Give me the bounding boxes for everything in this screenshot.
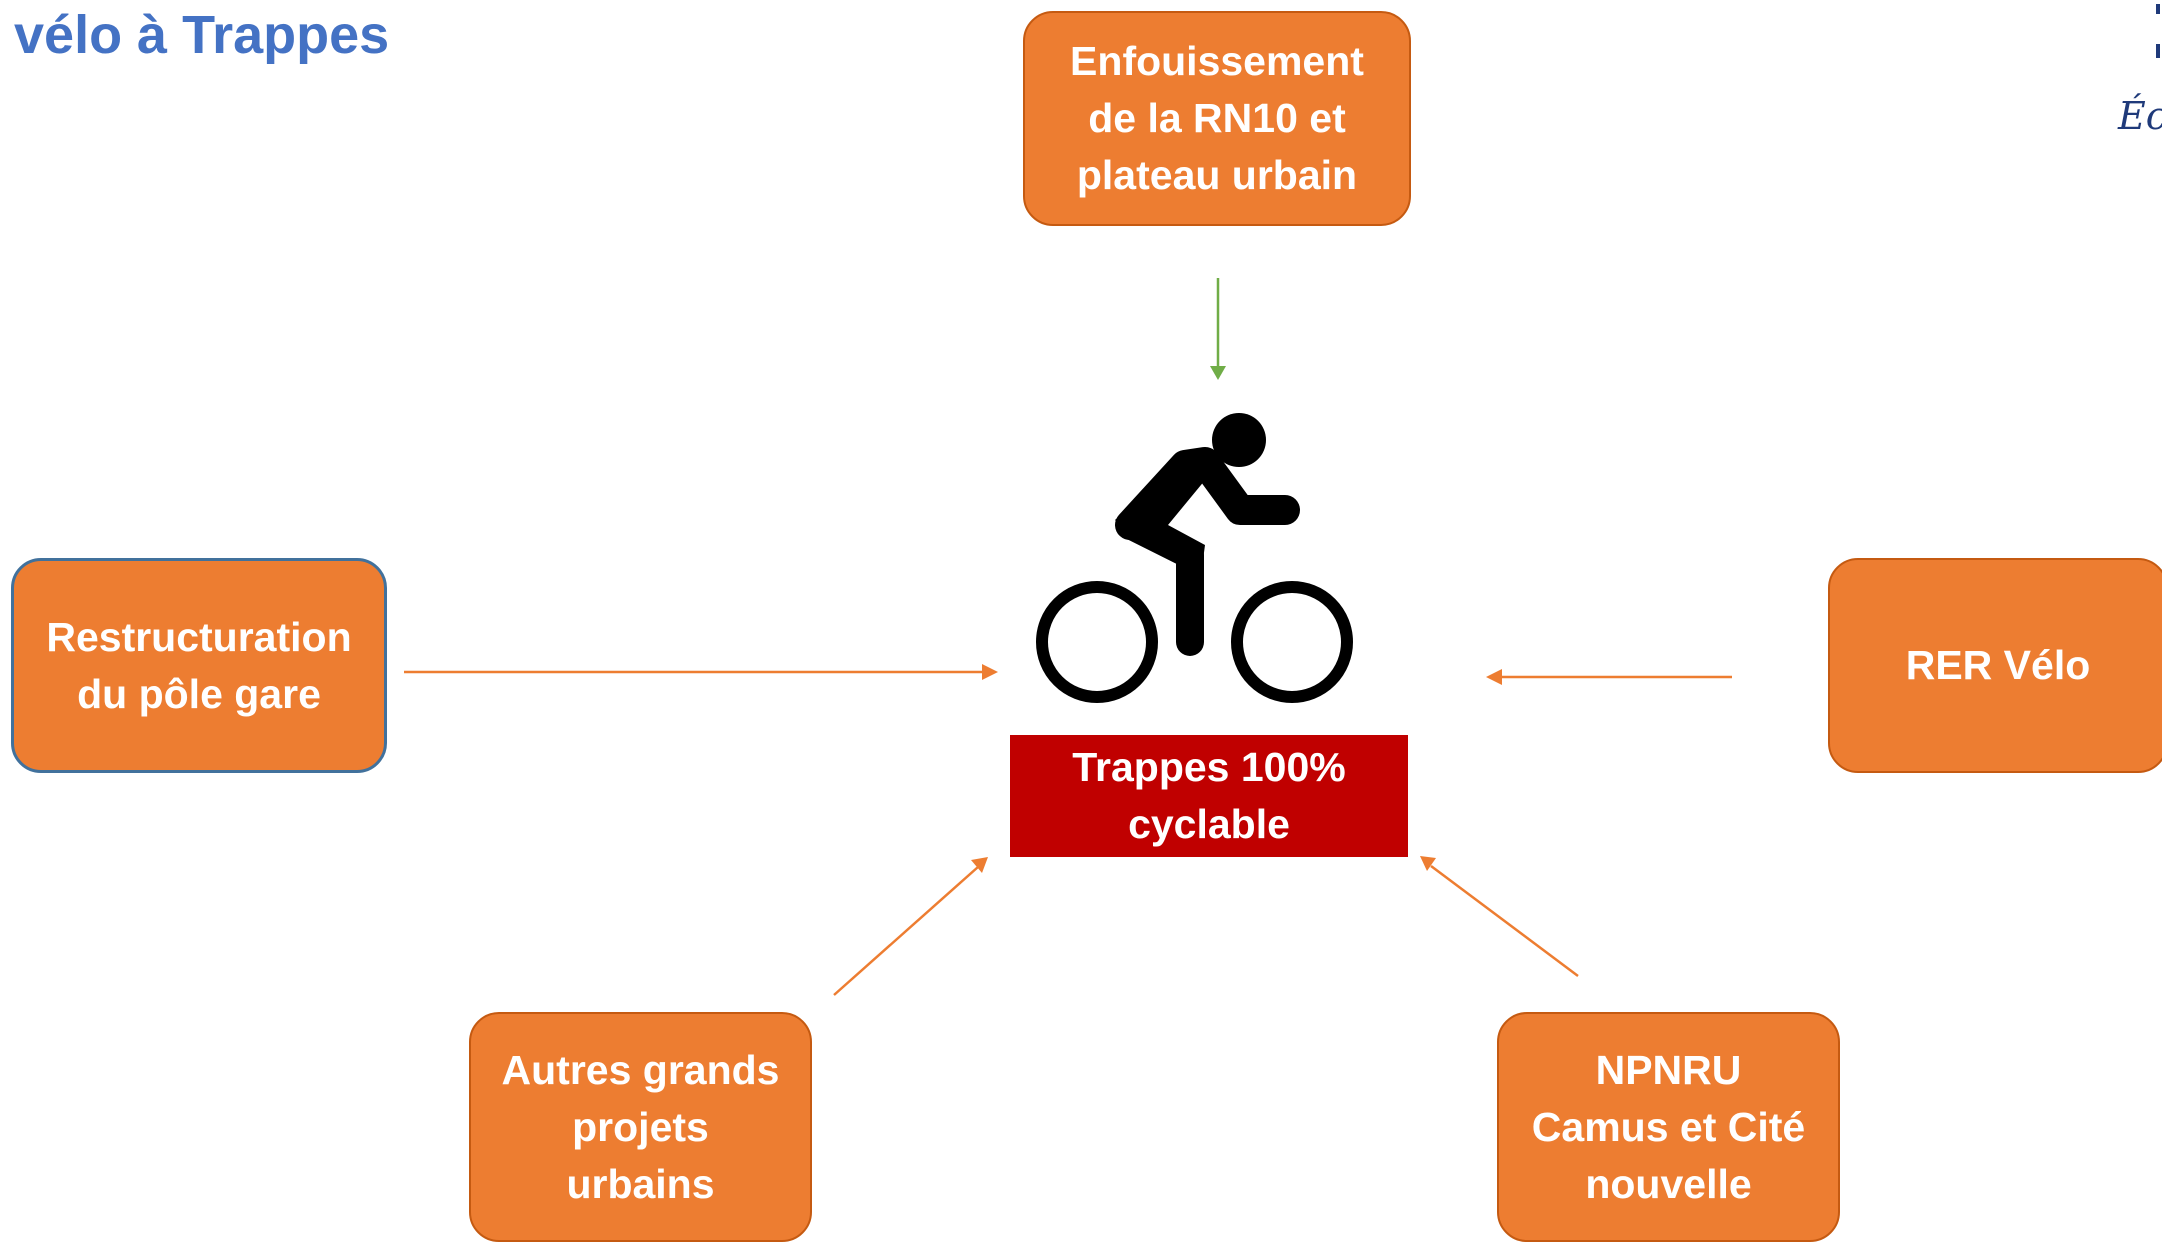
- box-npnru: NPNRU Camus et Cité nouvelle: [1497, 1012, 1840, 1242]
- arrow-right-to-center: [1486, 669, 1732, 685]
- logo-fragment: Éc: [2118, 94, 2162, 138]
- box-rer-velo: RER Vélo: [1828, 558, 2162, 773]
- box-label: Restructuration du pôle gare: [46, 613, 352, 717]
- box-autres-grands-projets: Autres grands projets urbains: [469, 1012, 812, 1242]
- center-label: Trappes 100% cyclable: [1010, 735, 1408, 857]
- box-restructuration-pole-gare: Restructuration du pôle gare: [11, 558, 387, 773]
- arrow-left-to-center: [404, 664, 998, 680]
- arrow-bottom-right-to-center: [1420, 856, 1579, 978]
- box-label: Enfouissement de la RN10 et plateau urba…: [1070, 38, 1364, 198]
- box-enfouissement-rn10: Enfouissement de la RN10 et plateau urba…: [1023, 11, 1411, 226]
- arrow-bottom-left-to-center: [833, 857, 988, 996]
- page-title: vélo à Trappes: [14, 5, 390, 65]
- box-label: NPNRU Camus et Cité nouvelle: [1531, 1046, 1806, 1207]
- arrow-top-to-center: [1210, 278, 1226, 380]
- cyclist-icon: [1036, 413, 1353, 703]
- box-label: Autres grands projets urbains: [501, 1046, 780, 1207]
- box-label: RER Vélo: [1905, 642, 2091, 688]
- logo-mark-icon: [2156, 4, 2160, 58]
